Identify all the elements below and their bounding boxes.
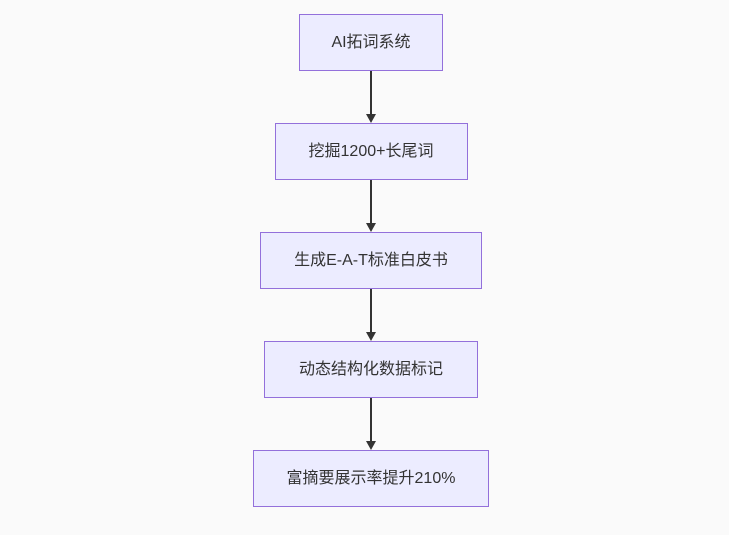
flow-node-label: 富摘要展示率提升210% — [286, 469, 456, 487]
arrow-line — [370, 398, 372, 441]
flow-node-label: 动态结构化数据标记 — [298, 360, 443, 378]
arrow-head-icon — [366, 332, 376, 341]
flow-node-rich-snippet-rate: 富摘要展示率提升210% — [253, 450, 489, 507]
arrow-head-icon — [366, 223, 376, 232]
arrow-head-icon — [366, 114, 376, 123]
arrow-down-icon — [366, 71, 376, 123]
arrow-line — [370, 71, 372, 114]
arrow-head-icon — [366, 441, 376, 450]
flow-node-eat-whitepaper: 生成E-A-T标准白皮书 — [260, 232, 482, 289]
flow-node-structured-data: 动态结构化数据标记 — [264, 341, 478, 398]
flowchart: AI拓词系统 挖掘1200+长尾词 生成E-A-T标准白皮书 动态结构化数据标记… — [253, 14, 489, 507]
flow-node-label: 挖掘1200+长尾词 — [308, 142, 434, 160]
arrow-line — [370, 180, 372, 223]
flow-node-label: AI拓词系统 — [331, 33, 411, 51]
arrow-down-icon — [366, 289, 376, 341]
arrow-down-icon — [366, 398, 376, 450]
arrow-line — [370, 289, 372, 332]
arrow-down-icon — [366, 180, 376, 232]
flow-node-ai-system: AI拓词系统 — [299, 14, 443, 71]
flow-node-label: 生成E-A-T标准白皮书 — [294, 251, 448, 269]
flow-node-longtail-keywords: 挖掘1200+长尾词 — [274, 123, 468, 180]
